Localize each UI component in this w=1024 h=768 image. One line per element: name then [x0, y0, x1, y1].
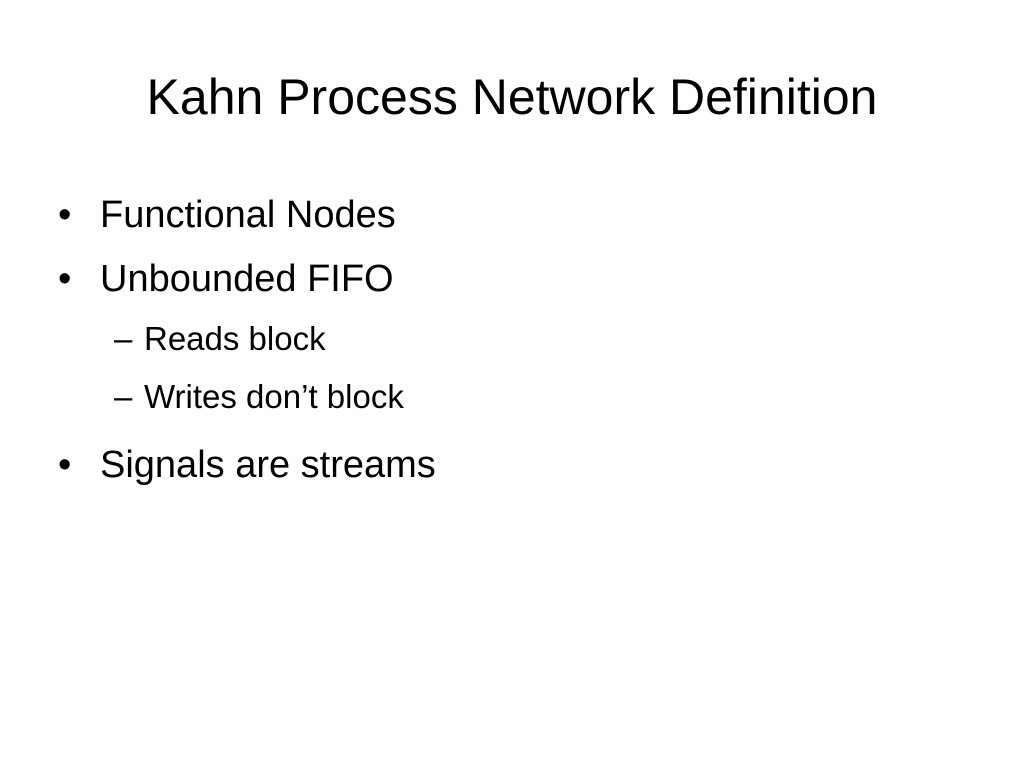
bullet-list: • Functional Nodes • Unbounded FIFO – Re… — [58, 187, 958, 501]
bullet-marker: • — [58, 194, 72, 236]
sub-bullet-marker: – — [114, 320, 133, 357]
bullet-text: Signals are streams — [100, 444, 436, 486]
bullet-item-signals-are-streams: • Signals are streams — [58, 437, 958, 493]
sub-bullet-item-reads-block: – Reads block — [58, 315, 958, 363]
sub-bullet-marker: – — [114, 378, 133, 415]
bullet-text: Unbounded FIFO — [100, 258, 394, 300]
bullet-marker: • — [58, 258, 72, 300]
sub-bullet-text: Reads block — [144, 320, 326, 357]
bullet-marker: • — [58, 444, 72, 486]
slide-title: Kahn Process Network Definition — [146, 69, 878, 125]
bullet-item-unbounded-fifo: • Unbounded FIFO — [58, 251, 958, 307]
sub-bullet-item-writes-dont-block: – Writes don’t block — [58, 373, 958, 421]
bullet-item-functional-nodes: • Functional Nodes — [58, 187, 958, 243]
bullet-text: Functional Nodes — [100, 194, 396, 236]
sub-bullet-text: Writes don’t block — [144, 378, 404, 415]
